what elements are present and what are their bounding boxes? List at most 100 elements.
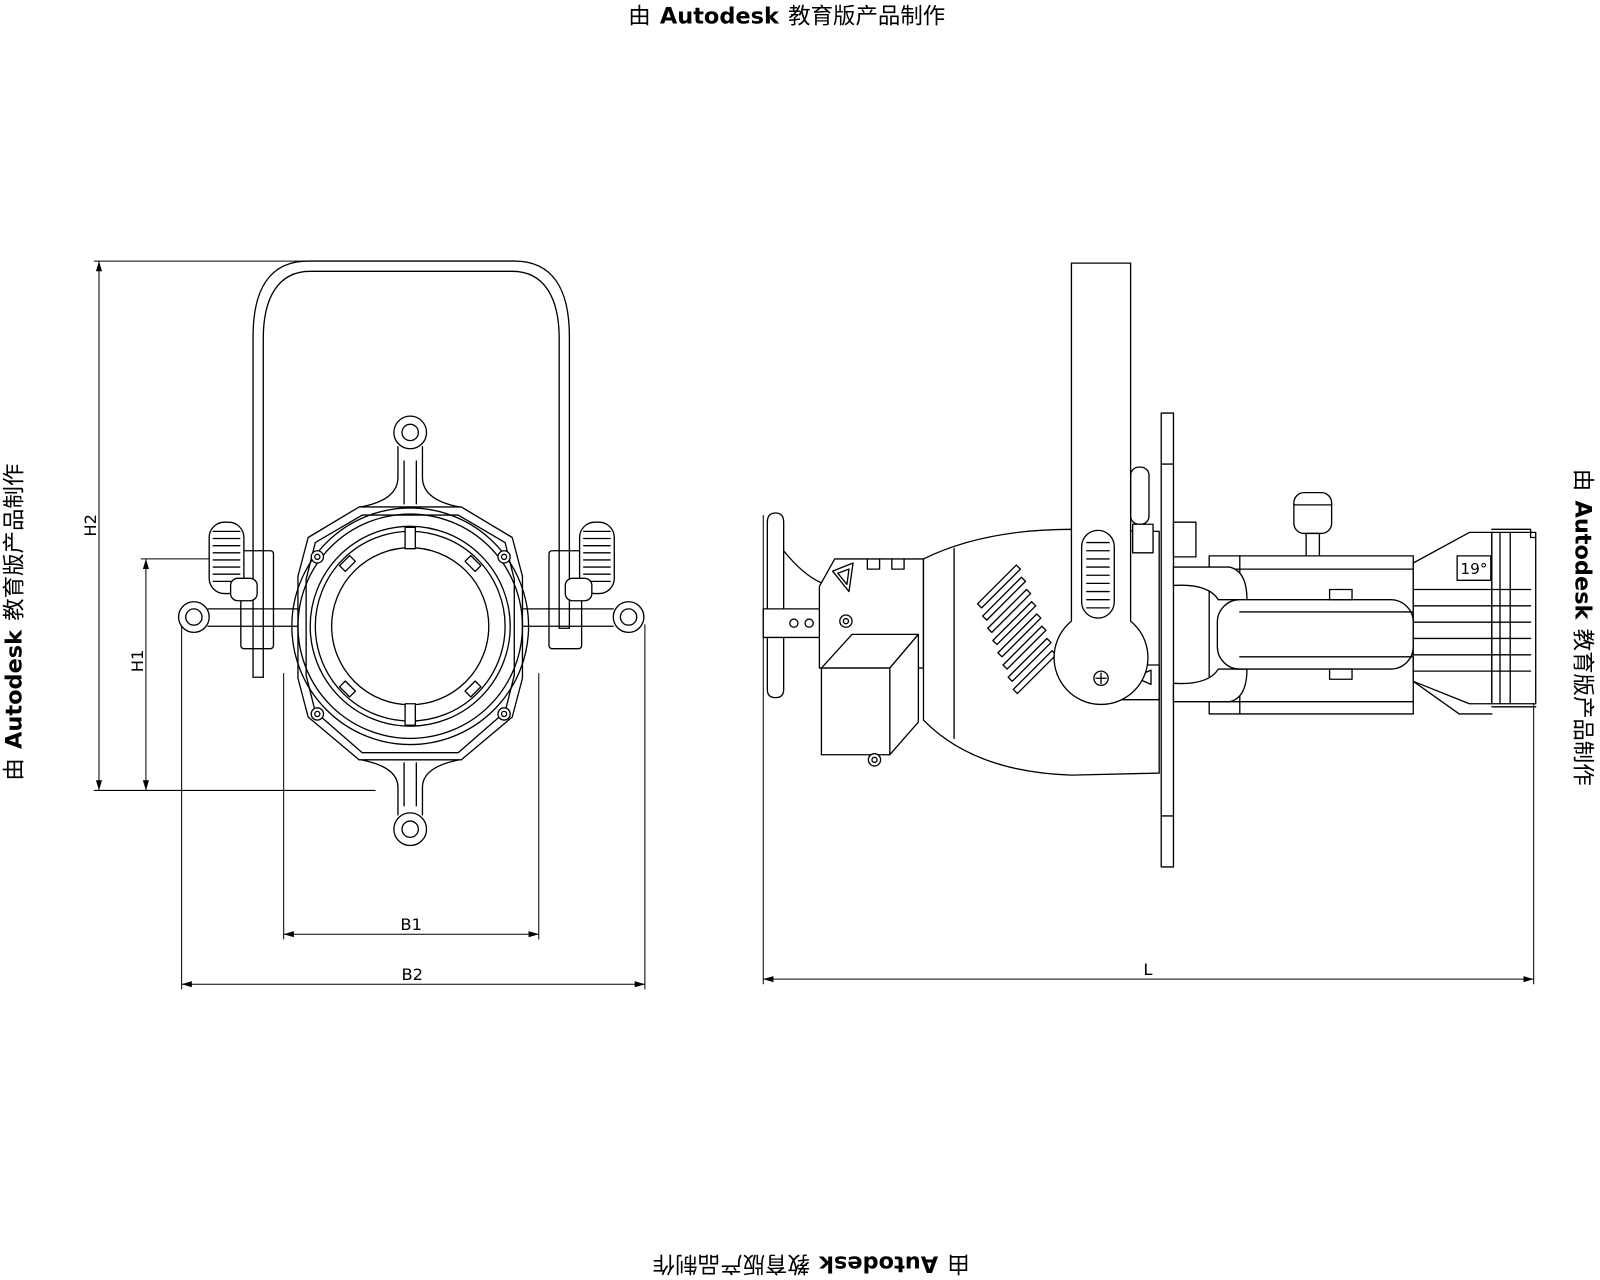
octagon-frame-outer [297, 506, 524, 761]
watermarks: 由 Autodesk 教育版产品制作 由 Autodesk 教育版产品制作 由 Autod… [1, 3, 1595, 1276]
watermark-brand: Autodesk [818, 1251, 938, 1277]
tube-nub-top [1328, 588, 1353, 601]
warning-triangle-icon [831, 562, 854, 593]
knob-body [1129, 466, 1150, 525]
front-dimensions: H2 H1 B1 B2 [81, 260, 646, 990]
knob-body [208, 521, 245, 595]
retaining-tab-top-left [338, 554, 357, 573]
lug-eye [393, 415, 428, 450]
watermark-prefix: 由 [628, 3, 650, 29]
front-barrel [1172, 555, 1414, 715]
flange-edges [1499, 531, 1511, 705]
watermark-brand: Autodesk [1570, 500, 1596, 620]
handle-mount-plate [762, 608, 824, 639]
shutter-plate [1160, 412, 1175, 868]
top-lug [360, 415, 460, 508]
watermark-suffix: 教育版产品制作 [653, 1251, 810, 1277]
lens-tube-bands [1412, 588, 1532, 672]
zoom-tube [1216, 599, 1414, 670]
box-front-face [820, 667, 891, 756]
side-yoke [1053, 262, 1149, 706]
watermark-prefix: 由 [1570, 469, 1596, 491]
yoke-grip-ribs [1086, 541, 1110, 609]
watermark-bottom: 由 Autodesk 教育版产品制作 [653, 1251, 970, 1277]
lug-arm-left [207, 608, 299, 627]
watermark-brand: Autodesk [660, 3, 780, 29]
lug-neck [360, 759, 460, 816]
watermark-brand: Autodesk [1, 629, 27, 749]
holder-arm-bottom [1172, 668, 1248, 703]
knob-body [578, 521, 615, 595]
watermark-left: 由 Autodesk 教育版产品制作 [1, 464, 27, 781]
gate-block [1172, 521, 1197, 558]
front-flange [1491, 531, 1537, 705]
frame-screws [310, 550, 511, 721]
screw-head [871, 756, 878, 764]
screw [497, 707, 511, 721]
shutter-knob [1129, 466, 1154, 554]
accessory-clip [1412, 528, 1537, 715]
knob-cap [1293, 491, 1333, 535]
retaining-tab-bottom-left [338, 680, 357, 698]
beam-angle-label: 19° [1460, 560, 1487, 578]
lug-neck [360, 446, 460, 508]
handle-strut [783, 550, 824, 585]
l-label: L [1143, 960, 1152, 979]
holder-arm-top [1172, 566, 1248, 601]
watermark-suffix: 教育版产品制作 [1, 464, 27, 621]
watermark-prefix: 由 [1, 758, 27, 780]
retaining-tab-top [404, 526, 416, 550]
screw-head [500, 553, 508, 561]
screw [867, 753, 882, 767]
outer-ring [291, 507, 530, 746]
screw [310, 550, 325, 564]
octagon-frame-inner [305, 514, 515, 754]
screw [497, 550, 511, 564]
plate-steps [1160, 463, 1175, 817]
screw-head [500, 710, 508, 718]
power-connector-box [820, 633, 920, 767]
knob-pin [564, 577, 593, 602]
accessory-ring [309, 525, 511, 727]
screw-head [314, 553, 321, 561]
cooling-notches [866, 558, 905, 570]
beam-angle-badge [1456, 555, 1492, 581]
zoom-knob [1293, 491, 1333, 557]
lug-arm-right [521, 608, 614, 627]
yoke-arm-ends [252, 627, 571, 678]
mount-hole [789, 618, 799, 628]
b1-label: B1 [400, 915, 422, 934]
handle-bar [766, 512, 785, 699]
watermark-prefix: 由 [947, 1251, 969, 1277]
yoke-grip [1080, 529, 1115, 619]
side-dimensions: L [762, 515, 1535, 985]
zoom-tube-edges [1239, 611, 1414, 658]
bottom-lug [360, 759, 460, 847]
retaining-tab-top-right [464, 554, 482, 573]
lug-hole-left [185, 608, 203, 626]
tilt-knob-left [208, 521, 258, 602]
lug-hole-right [619, 608, 638, 626]
knob-pin [229, 577, 258, 602]
knob-stem [1305, 532, 1321, 557]
vent-slots [976, 564, 1057, 695]
retaining-tab-bottom-right [464, 680, 482, 698]
tube-nub-bottom [1328, 668, 1353, 680]
yoke-inner-edge [262, 270, 560, 678]
front-view: H2 H1 B1 B2 [81, 260, 646, 990]
yoke-outer-edge [252, 260, 571, 678]
tilt-knob-right [564, 521, 615, 602]
b2-label: B2 [401, 965, 423, 984]
screw [310, 707, 325, 721]
outer-ring-inner-edge [297, 513, 524, 740]
watermark-suffix: 教育版产品制作 [788, 3, 945, 29]
screw [839, 614, 853, 628]
lug-eye [393, 812, 428, 847]
knob-grip-ribs [583, 530, 611, 583]
h2-label: H2 [81, 514, 100, 537]
lens-housing [291, 506, 530, 761]
lens-tube: 19° [1412, 528, 1537, 715]
retaining-tab-bottom [404, 703, 416, 726]
screw-head [842, 617, 850, 625]
